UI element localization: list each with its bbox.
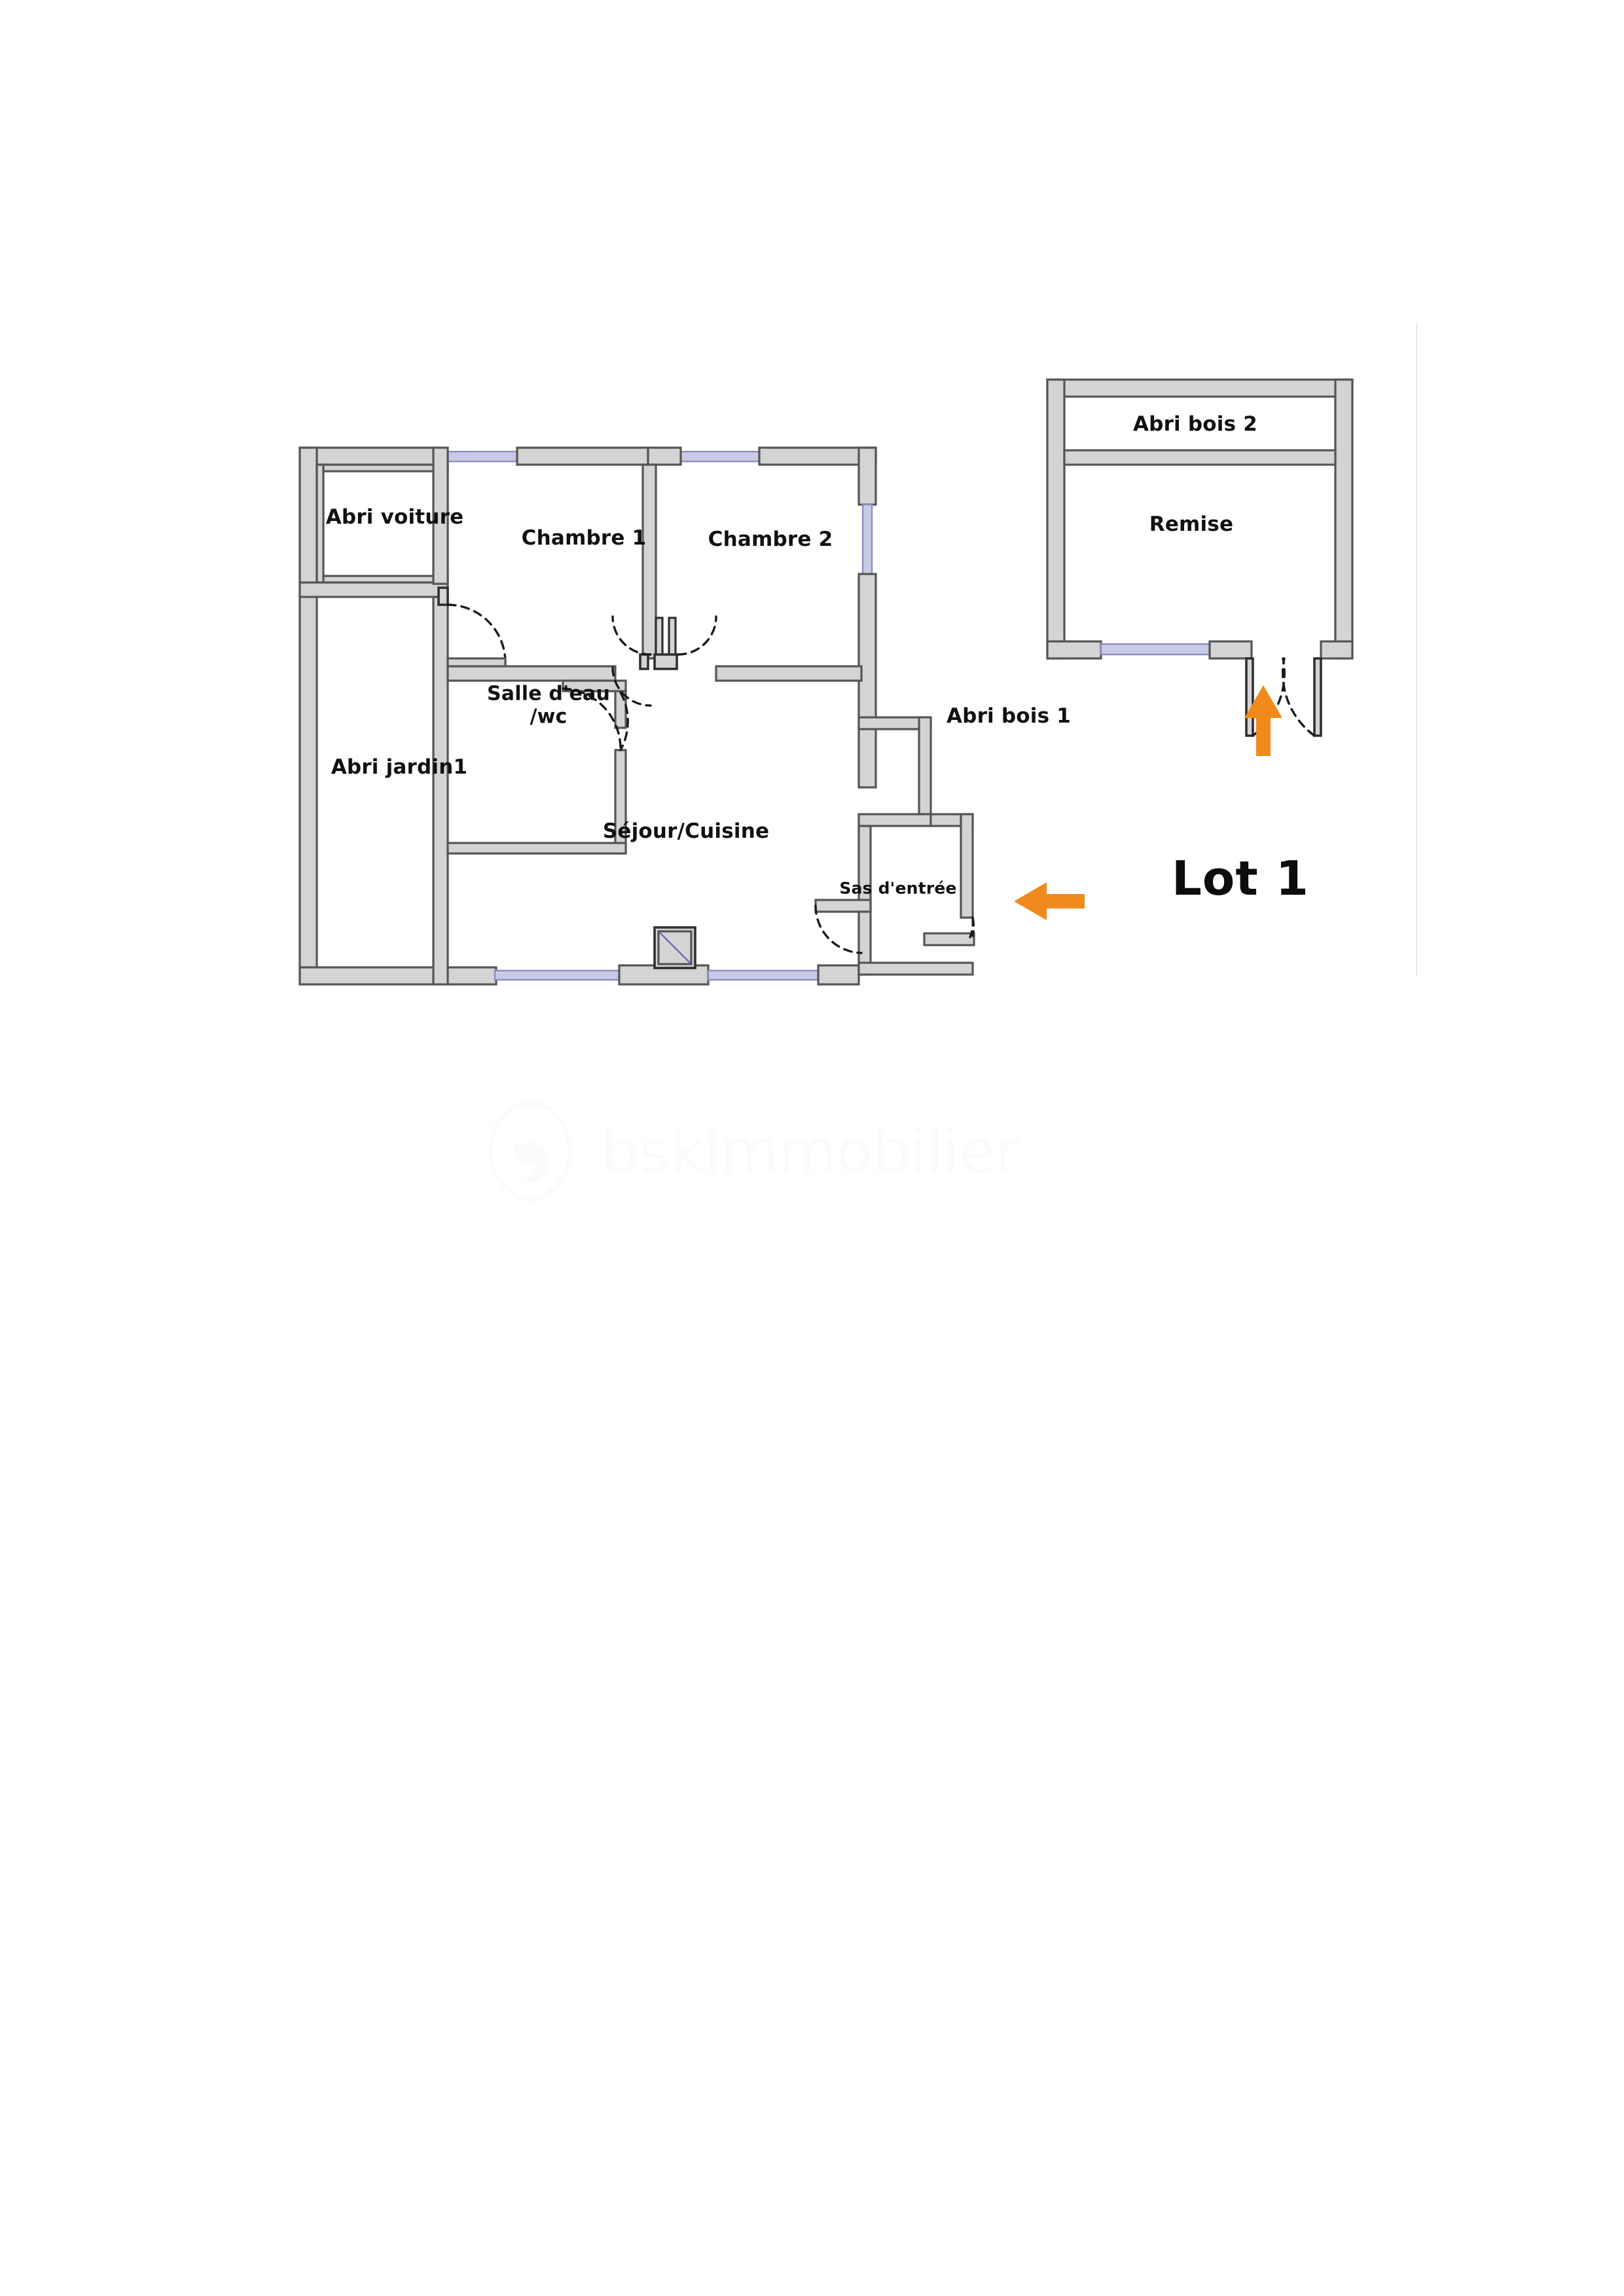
entrance-arrow-remise [1244,685,1282,756]
room-label-chambre-2: Chambre 2 [708,528,833,551]
main-building-walls [298,446,975,986]
room-label-remise: Remise [1149,512,1234,536]
room-label-abri-voiture: Abri voiture [325,505,464,529]
room-label-abri-jardin-1: Abri jardin1 [331,755,468,779]
room-label-sejour-cuisine: Séjour/Cuisine [602,819,770,843]
room-label-abri-bois-1: Abri bois 1 [946,704,1072,728]
page-divider-rule [1416,323,1417,977]
room-label-salle-d-eau: Salle d'eau /wc [487,683,610,729]
room-label-chambre-1: Chambre 1 [521,526,647,550]
room-label-sas-d-entree: Sas d'entrée [839,878,957,898]
room-label-salle-d-eau-line2: /wc [530,706,568,728]
outbuilding-walls [1046,378,1354,737]
room-label-abri-bois-2: Abri bois 2 [1132,412,1258,436]
entrance-arrow-main [1014,882,1085,920]
lot-label: Lot 1 [1172,851,1309,906]
room-label-salle-d-eau-line1: Salle d'eau [486,682,611,706]
